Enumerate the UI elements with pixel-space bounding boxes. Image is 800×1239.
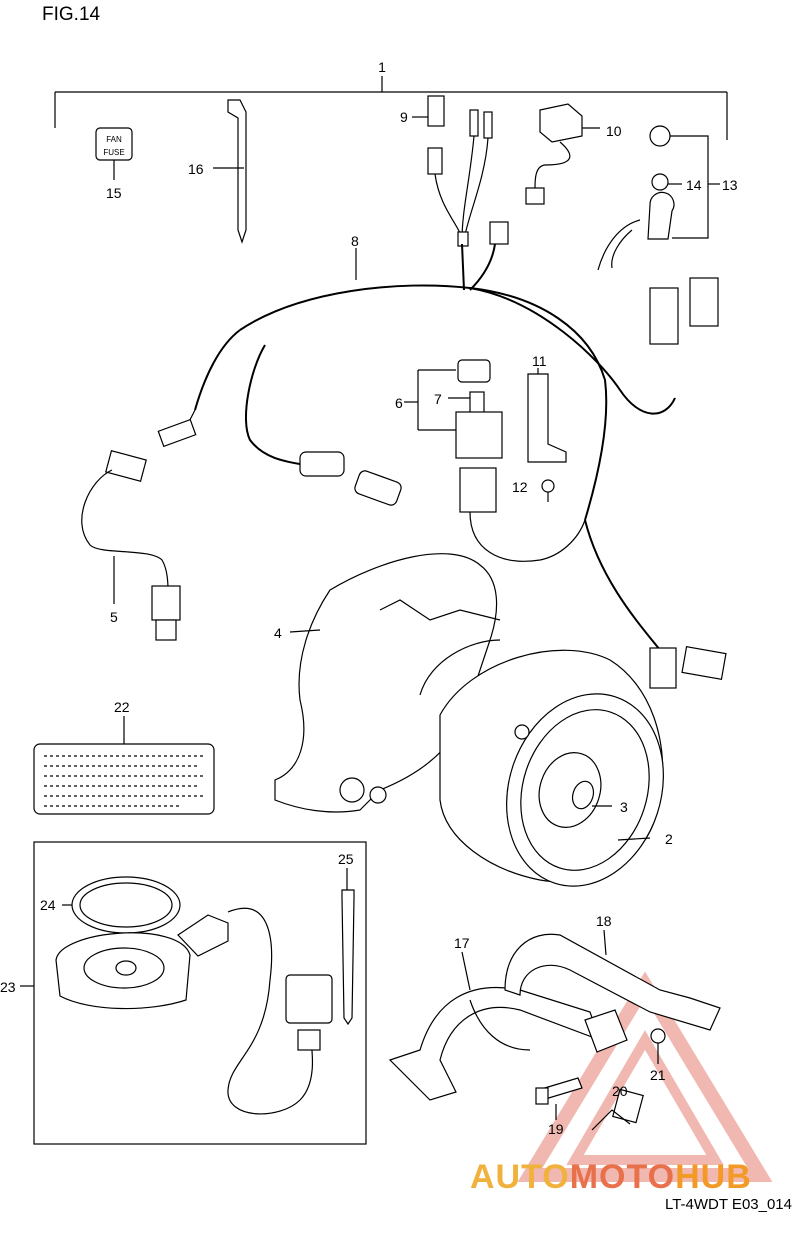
callout-4: 4 — [274, 625, 282, 641]
relay-assembly — [404, 359, 586, 562]
callout-10: 10 — [606, 123, 622, 139]
callout-12: 12 — [512, 479, 528, 495]
callout-5: 5 — [110, 609, 118, 625]
wiring-harness-8 — [177, 243, 676, 651]
callout-9: 9 — [400, 109, 408, 125]
callout-8: 8 — [351, 233, 359, 249]
callout-7: 7 — [434, 391, 442, 407]
top-connectors — [412, 95, 600, 247]
hardware-19-21 — [535, 1028, 666, 1131]
figure-title: FIG.14 — [42, 4, 101, 25]
callout-19: 19 — [548, 1121, 564, 1137]
callout-2: 2 — [665, 831, 673, 847]
bulb-socket-assembly — [597, 125, 720, 271]
callout-23: 23 — [0, 979, 16, 995]
callout-21: 21 — [650, 1067, 666, 1083]
caution-label-22 — [33, 716, 215, 815]
callout-17: 17 — [454, 935, 470, 951]
watermark-logo — [517, 971, 773, 1182]
drawing-code: LT-4WDT E03_014 — [664, 1196, 792, 1213]
callout-25: 25 — [338, 851, 354, 867]
fan-fuse-label: FAN FUSE — [95, 127, 133, 180]
callout-numbers: 1 2 3 4 5 6 7 8 9 10 11 12 13 14 15 16 1… — [0, 59, 738, 1137]
callout-1: 1 — [378, 59, 386, 75]
watermark-text: AUTOMOTOHUB — [470, 1158, 752, 1196]
harness-connectors — [105, 277, 727, 689]
callout-6: 6 — [395, 395, 403, 411]
thermo-switch-5 — [81, 469, 181, 641]
clamp-16 — [213, 99, 247, 244]
callout-22: 22 — [114, 699, 130, 715]
fan-motor-2 — [419, 639, 664, 887]
speed-sensor-kit-23 — [20, 841, 367, 1145]
brackets-17-18 — [388, 929, 721, 1101]
callout-3: 3 — [620, 799, 628, 815]
callout-20: 20 — [612, 1083, 628, 1099]
callout-14: 14 — [686, 177, 702, 193]
callout-1-bracket — [54, 76, 728, 140]
callout-16: 16 — [188, 161, 204, 177]
fuse-label-line2: FUSE — [103, 148, 124, 157]
callout-18: 18 — [596, 913, 612, 929]
callout-13: 13 — [722, 177, 738, 193]
fuse-label-line1: FAN — [106, 135, 122, 144]
callout-24: 24 — [40, 897, 56, 913]
callout-11: 11 — [532, 353, 547, 369]
callout-15: 15 — [106, 185, 122, 201]
